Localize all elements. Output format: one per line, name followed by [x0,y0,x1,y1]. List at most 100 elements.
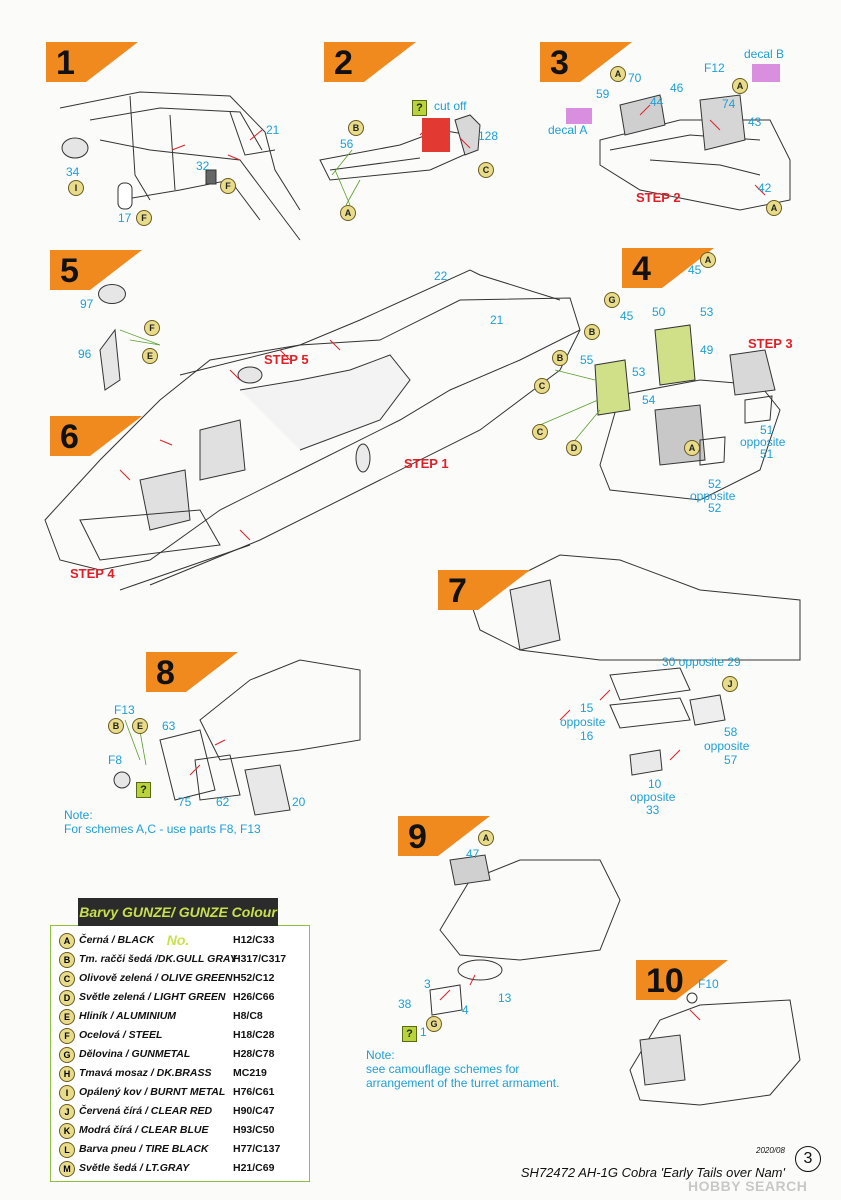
step-4-number: 4 [632,250,651,288]
part-number: 70 [628,71,642,85]
step-5-flag: 5 [50,250,142,290]
colour-letter: J [59,1104,75,1120]
part-number: 38 [398,997,412,1011]
part-number: 21 [490,313,504,327]
colour-badge: C [534,378,550,394]
colour-letter: I [59,1085,75,1101]
part-number: 42 [758,181,772,195]
part-number: opposite [740,435,786,449]
colour-badge: D [566,440,582,456]
colour-letter: K [59,1123,75,1139]
cut-off-label: cut off [434,99,467,113]
colour-badge: I [68,180,84,196]
part-number: F12 [704,61,725,75]
colour-code: H77/C137 [233,1143,281,1155]
colour-code: H8/C8 [233,1010,263,1022]
decal-label: decal A [548,123,588,137]
colour-name: Tm. račči šedá /DK.GULL GRAY [79,953,237,965]
step-9-number: 9 [408,818,427,856]
colour-code: H18/C28 [233,1029,275,1041]
step-1-number: 1 [56,44,75,82]
part-number: opposite [630,790,676,804]
step-2-number: 2 [334,44,353,82]
step-reference: STEP 3 [748,336,793,351]
colour-letter: E [59,1009,75,1025]
part-number: 17 [118,211,132,225]
part-number: 57 [724,753,738,767]
part-number: 32 [196,159,210,173]
colour-letter: M [59,1161,75,1177]
colour-badge: A [700,252,716,268]
colour-name: Červená čírá / CLEAR RED [79,1105,213,1117]
legend-title: Barvy GUNZE/ GUNZE Colour No. [78,898,278,948]
print-date: 2020/08 [756,1146,785,1155]
part-number: 49 [700,343,714,357]
colour-badge: G [426,1016,442,1032]
colour-badge: J [722,676,738,692]
colour-badge: B [584,324,600,340]
colour-name: Černá / BLACK [79,934,155,946]
part-number: 15 [580,701,594,715]
part-number: 56 [340,137,354,151]
colour-badge: C [478,162,494,178]
colour-letter: C [59,971,75,987]
part-number: 21 [266,123,280,137]
part-number: 33 [646,803,660,817]
part-number: 55 [580,353,594,367]
step-6-flag: 6 [50,416,142,456]
colour-badge: C [532,424,548,440]
part-number: 3 [424,977,431,991]
step-6-number: 6 [60,418,79,456]
colour-letter: H [59,1066,75,1082]
part-number: 50 [652,305,666,319]
colour-name: Olivově zelená / OLIVE GREEN [79,972,233,984]
part-number: 97 [80,297,94,311]
part-number: 51 [760,423,774,437]
colour-code: MC219 [233,1067,267,1079]
step-7-number: 7 [448,572,467,610]
part-number: F13 [114,703,135,717]
step-8-number: 8 [156,654,175,692]
decal-b-icon [752,64,780,82]
colour-code: H90/C47 [233,1105,275,1117]
colour-name: Modrá čírá / CLEAR BLUE [79,1124,209,1136]
step-3-number: 3 [550,44,569,82]
legend-row: K Modrá čírá / CLEAR BLUE H93/C50 [51,1122,309,1140]
part-number: 53 [632,365,646,379]
part-number: 52 [708,477,722,491]
part-number: 34 [66,165,80,179]
colour-badge: B [552,350,568,366]
part-number: 45 [620,309,634,323]
colour-name: Dělovina / GUNMETAL [79,1048,191,1060]
step-9-flag: 9 [398,816,490,856]
decal-label: decal B [744,47,785,61]
step-reference: STEP 5 [264,352,309,367]
colour-name: Opálený kov / BURNT METAL [79,1086,226,1098]
part-number: 96 [78,347,92,361]
colour-code: H93/C50 [233,1124,275,1136]
part-number: 75 [178,795,192,809]
step-10-flag: 10 [636,960,728,1000]
part-number: 59 [596,87,610,101]
colour-badge: E [142,348,158,364]
colour-code: H76/C61 [233,1086,275,1098]
part-number: F10 [698,977,719,991]
step-7-flag: 7 [438,570,530,610]
legend-row: H Tmavá mosaz / DK.BRASS MC219 [51,1065,309,1083]
part-number: 54 [642,393,656,407]
part-number: 10 [648,777,662,791]
colour-badge: F [220,178,236,194]
note-text: For schemes A,C - use parts F8, F13 [64,822,261,836]
part-number: 63 [162,719,176,733]
optional-part-icon: ? [136,782,151,798]
colour-badge: G [604,292,620,308]
note-label: Note: [366,1048,395,1062]
part-number: opposite [704,739,750,753]
legend-row: J Červená čírá / CLEAR RED H90/C47 [51,1103,309,1121]
optional-part-icon: ? [412,100,427,116]
colour-name: Tmavá mosaz / DK.BRASS [79,1067,212,1079]
